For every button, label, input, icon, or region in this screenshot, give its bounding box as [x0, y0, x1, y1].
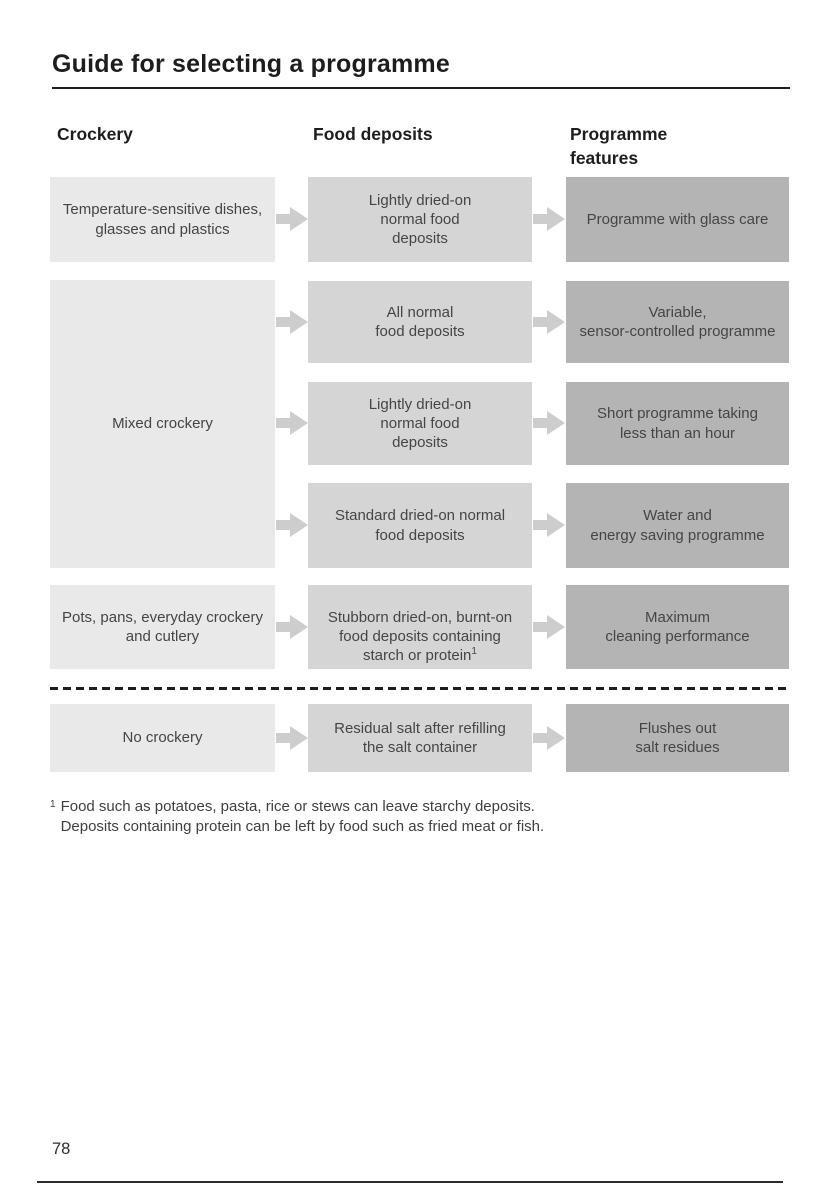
programme-box-maximum-cleaning: Maximum cleaning performance [566, 585, 789, 669]
arrow-right-icon [533, 726, 565, 750]
crockery-box-mixed: Mixed crockery [50, 280, 275, 568]
programme-box-sensor-controlled: Variable, sensor-controlled programme [566, 281, 789, 363]
column-header-programme-features: Programme features [570, 124, 668, 168]
crockery-box-temperature-sensitive: Temperature-sensitive dishes, glasses an… [50, 177, 275, 262]
arrow-right-icon [533, 411, 565, 435]
crockery-box-no-crockery: No crockery [50, 704, 275, 772]
dashed-separator [50, 687, 790, 690]
page-number: 78 [52, 1140, 71, 1158]
food-box-residual-salt: Residual salt after refilling the salt c… [308, 704, 532, 772]
bottom-page-rule [37, 1181, 783, 1183]
arrow-right-icon [533, 207, 565, 231]
food-box-lightly-dried-on-mixed: Lightly dried-on normal food deposits [308, 382, 532, 465]
food-box-stubborn-dried-on: Stubborn dried-on, burnt-on food deposit… [308, 585, 532, 669]
food-box-lightly-dried-on: Lightly dried-on normal food deposits [308, 177, 532, 262]
arrow-right-icon [533, 615, 565, 639]
programme-box-flushes-salt: Flushes out salt residues [566, 704, 789, 772]
programme-box-short-programme: Short programme taking less than an hour [566, 382, 789, 465]
arrow-right-icon [276, 513, 308, 537]
programme-box-water-energy-saving: Water and energy saving programme [566, 483, 789, 568]
footnote-marker: 1 [471, 646, 477, 658]
crockery-box-pots-pans: Pots, pans, everyday crockery and cutler… [50, 585, 275, 669]
column-header-crockery: Crockery [57, 124, 133, 144]
arrow-right-icon [533, 310, 565, 334]
arrow-right-icon [276, 207, 308, 231]
column-header-food-deposits: Food deposits [313, 124, 433, 144]
food-box-standard-dried-on: Standard dried-on normal food deposits [308, 483, 532, 568]
food-box-all-normal: All normal food deposits [308, 281, 532, 363]
food-box-stubborn-text: Stubborn dried-on, burnt-on food deposit… [327, 608, 513, 665]
footnote-text: Food such as potatoes, pasta, rice or st… [60, 798, 545, 836]
arrow-right-icon [533, 513, 565, 537]
arrow-right-icon [276, 411, 308, 435]
arrow-right-icon [276, 615, 308, 639]
arrow-right-icon [276, 310, 308, 334]
footnote: 1 Food such as potatoes, pasta, rice or … [50, 797, 770, 837]
programme-box-glass-care: Programme with glass care [566, 177, 789, 262]
arrow-right-icon [276, 726, 308, 750]
footnote-marker: 1 [50, 799, 56, 810]
title-rule [52, 87, 790, 89]
page-title: Guide for selecting a programme [52, 50, 450, 78]
